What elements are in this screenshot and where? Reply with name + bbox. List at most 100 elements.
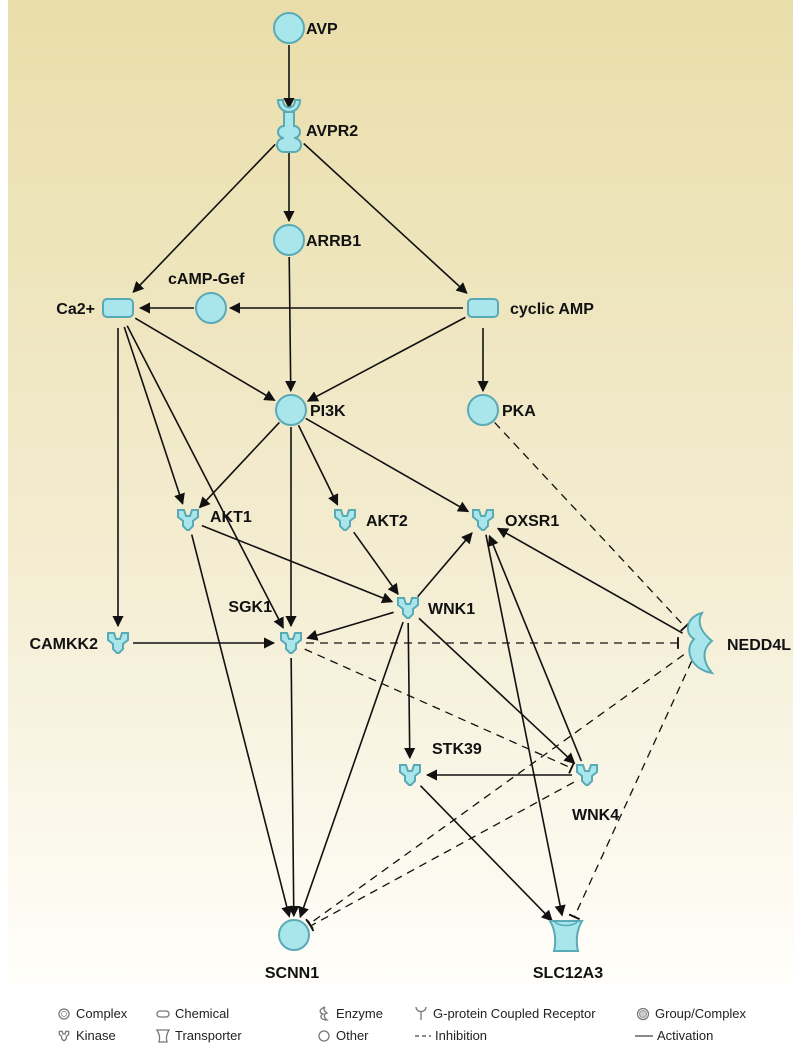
wnk4-kinase-icon — [576, 764, 598, 786]
node-camkk2[interactable]: CAMKK2 — [30, 632, 129, 654]
node-oxsr1[interactable]: OXSR1 — [472, 509, 559, 531]
edge-nedd4l-scnn1-inhibition — [305, 654, 685, 930]
edge-nedd4l-oxsr1-activation — [496, 527, 683, 634]
legend-label-transporter: Transporter — [175, 1028, 242, 1043]
legend-label-group-complex: Group/Complex — [655, 1006, 747, 1021]
node-label-akt1: AKT1 — [210, 509, 252, 526]
arrb1-circle-icon — [273, 224, 305, 256]
edge-akt2-wnk1-activation — [353, 531, 399, 596]
akt2-kinase-icon — [334, 509, 356, 531]
node-ca2[interactable]: Ca2+ — [56, 298, 134, 318]
chemical-icon — [156, 1010, 170, 1018]
legend-label-other: Other — [336, 1028, 369, 1043]
camp-chemical-icon — [467, 298, 499, 318]
akt1-kinase-icon — [177, 509, 199, 531]
node-label-pka: PKA — [502, 403, 536, 420]
legend-label-inhibition-line: Inhibition — [435, 1028, 487, 1043]
edge-sgk1-scnn1-activation — [288, 657, 300, 918]
wnk1-kinase-icon — [397, 597, 419, 619]
edge-arrb1-pi3k-activation — [285, 256, 297, 393]
node-label-camkk2: CAMKK2 — [30, 636, 99, 653]
node-label-avp: AVP — [306, 21, 338, 38]
nedd4l-enzyme-icon — [686, 611, 715, 675]
node-sgk1[interactable]: SGK1 — [228, 599, 302, 654]
node-pi3k[interactable]: PI3K — [275, 394, 346, 426]
node-label-stk39: STK39 — [432, 741, 482, 758]
diagram-background — [8, 0, 793, 985]
node-avpr2[interactable]: AVPR2 — [276, 99, 358, 153]
edge-pi3k-akt1-activation — [198, 421, 280, 509]
node-slc12a3[interactable]: SLC12A3 — [533, 920, 603, 982]
edge-pka-nedd4l-inhibition — [494, 421, 690, 632]
node-label-wnk4: WNK4 — [572, 807, 619, 824]
enzyme-icon — [319, 1006, 329, 1021]
edge-ca2-sgk1-activation — [126, 325, 284, 629]
edge-nedd4l-slc12a3-inhibition — [568, 660, 693, 921]
node-akt1[interactable]: AKT1 — [177, 509, 252, 531]
legend: Complex Chemical Enzyme G-protein Coupled R… — [58, 1006, 747, 1043]
pi3k-circle-icon — [275, 394, 307, 426]
edge-akt1-wnk1-activation — [201, 524, 394, 604]
node-wnk1[interactable]: WNK1 — [397, 597, 475, 619]
slc12a3-transporter-icon — [548, 920, 584, 952]
edge-wnk1-sgk1-activation — [306, 611, 394, 641]
node-label-pi3k: PI3K — [310, 403, 346, 420]
node-label-sgk1: SGK1 — [228, 599, 272, 616]
node-avp[interactable]: AVP — [273, 12, 338, 44]
node-label-arrb1: ARRB1 — [306, 233, 361, 250]
node-label-wnk1: WNK1 — [428, 601, 475, 618]
edge-ca2-akt1-activation — [123, 326, 185, 505]
node-label-scnn1: SCNN1 — [265, 965, 319, 982]
avp-circle-icon — [273, 12, 305, 44]
node-wnk4[interactable]: WNK4 — [572, 764, 619, 824]
edge-wnk4-oxsr1-activation — [488, 534, 583, 762]
node-pka[interactable]: PKA — [467, 394, 536, 426]
edge-wnk1-oxsr1-activation — [417, 532, 473, 598]
node-camp[interactable]: cyclic AMP — [467, 298, 594, 318]
legend-label-kinase: Kinase — [76, 1028, 116, 1043]
pka-circle-icon — [467, 394, 499, 426]
oxsr1-kinase-icon — [472, 509, 494, 531]
campgef-circle-icon — [195, 292, 227, 324]
node-arrb1[interactable]: ARRB1 — [273, 224, 361, 256]
node-label-camp: cyclic AMP — [510, 301, 594, 318]
node-scnn1[interactable]: SCNN1 — [265, 919, 319, 982]
node-akt2[interactable]: AKT2 — [334, 509, 408, 531]
edge-wnk4-scnn1-inhibition — [307, 781, 575, 932]
edge-ca2-pi3k-activation — [134, 317, 276, 402]
edges-layer — [112, 45, 693, 932]
node-label-avpr2: AVPR2 — [306, 123, 358, 140]
edge-wnk1-scnn1-activation — [298, 621, 404, 919]
legend-label-complex: Complex — [76, 1006, 128, 1021]
stk39-kinase-icon — [399, 764, 421, 786]
legend-label-activation-line: Activation — [657, 1028, 713, 1043]
node-label-oxsr1: OXSR1 — [505, 513, 559, 530]
node-stk39[interactable]: STK39 — [399, 741, 482, 786]
edge-avpr2-camp-activation — [303, 142, 468, 294]
node-label-ca2: Ca2+ — [56, 301, 95, 318]
other-icon — [318, 1030, 330, 1042]
edge-pi3k-oxsr1-activation — [305, 417, 470, 513]
complex-icon — [58, 1008, 70, 1020]
legend-label-enzyme: Enzyme — [336, 1006, 383, 1021]
node-label-akt2: AKT2 — [366, 513, 408, 530]
kinase-icon — [58, 1030, 70, 1042]
node-label-campgef: cAMP-Gef — [168, 271, 245, 288]
node-nedd4l[interactable]: NEDD4L — [686, 611, 791, 675]
legend-label-gpcr: G-protein Coupled Receptor — [433, 1006, 596, 1021]
edge-sgk1-wnk4-inhibition — [304, 648, 575, 774]
ca2-chemical-icon — [102, 298, 134, 318]
edge-akt1-scnn1-activation — [190, 534, 293, 918]
avpr2-gpcr-icon — [276, 99, 302, 153]
camkk2-kinase-icon — [107, 632, 129, 654]
edge-stk39-slc12a3-activation — [419, 785, 553, 922]
group-complex-icon — [636, 1007, 650, 1021]
legend-label-chemical: Chemical — [175, 1006, 229, 1021]
node-campgef[interactable]: cAMP-Gef — [168, 271, 245, 324]
edge-oxsr1-slc12a3-activation — [485, 534, 566, 917]
scnn1-circle-icon — [278, 919, 310, 951]
gpcr-icon — [415, 1006, 427, 1020]
edge-wnk1-stk39-activation — [404, 622, 416, 760]
